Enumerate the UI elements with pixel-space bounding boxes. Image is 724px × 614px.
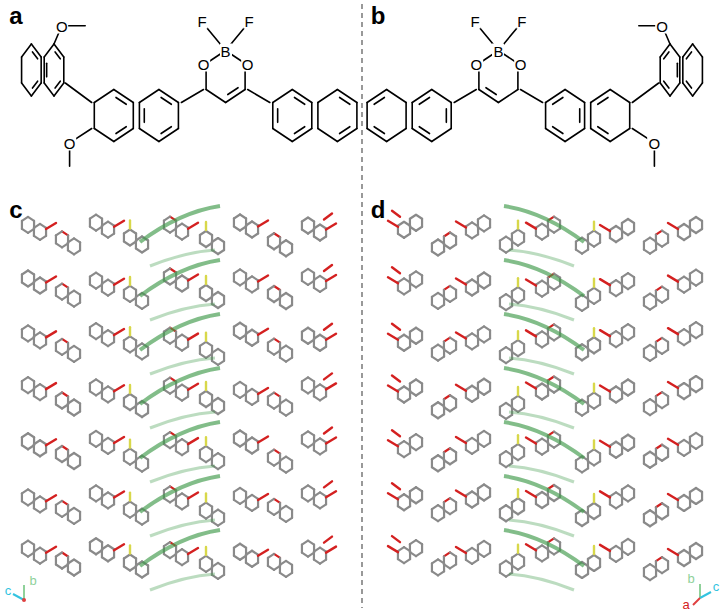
atom-label: B xyxy=(220,43,232,58)
atom-label: B xyxy=(492,43,504,58)
axis-label: b xyxy=(687,572,694,585)
crystal-packing xyxy=(22,206,702,590)
atom-label: F xyxy=(516,13,527,28)
axis-label: c xyxy=(713,580,720,593)
panel-letter: a xyxy=(9,4,22,28)
atom-label: O xyxy=(63,135,77,150)
panel-letter: b xyxy=(371,4,386,28)
divider-line xyxy=(361,4,362,608)
panel-letter: c xyxy=(9,198,22,222)
axis-triads xyxy=(13,584,711,605)
axis-label: b xyxy=(29,574,36,587)
atom-label: O xyxy=(469,56,483,71)
atom-label: F xyxy=(197,13,208,28)
atom-label: O xyxy=(197,56,211,71)
axis-label: a xyxy=(682,598,689,611)
atom-label: O xyxy=(655,18,669,33)
atom-label: F xyxy=(469,13,480,28)
panel-letter: d xyxy=(371,198,386,222)
atom-label: O xyxy=(55,18,69,33)
molecule-drawings xyxy=(22,26,703,166)
atom-label: O xyxy=(648,135,662,150)
atom-label: O xyxy=(241,56,255,71)
axis-label: c xyxy=(5,584,12,597)
atom-label: O xyxy=(514,56,528,71)
atom-label: F xyxy=(243,13,254,28)
